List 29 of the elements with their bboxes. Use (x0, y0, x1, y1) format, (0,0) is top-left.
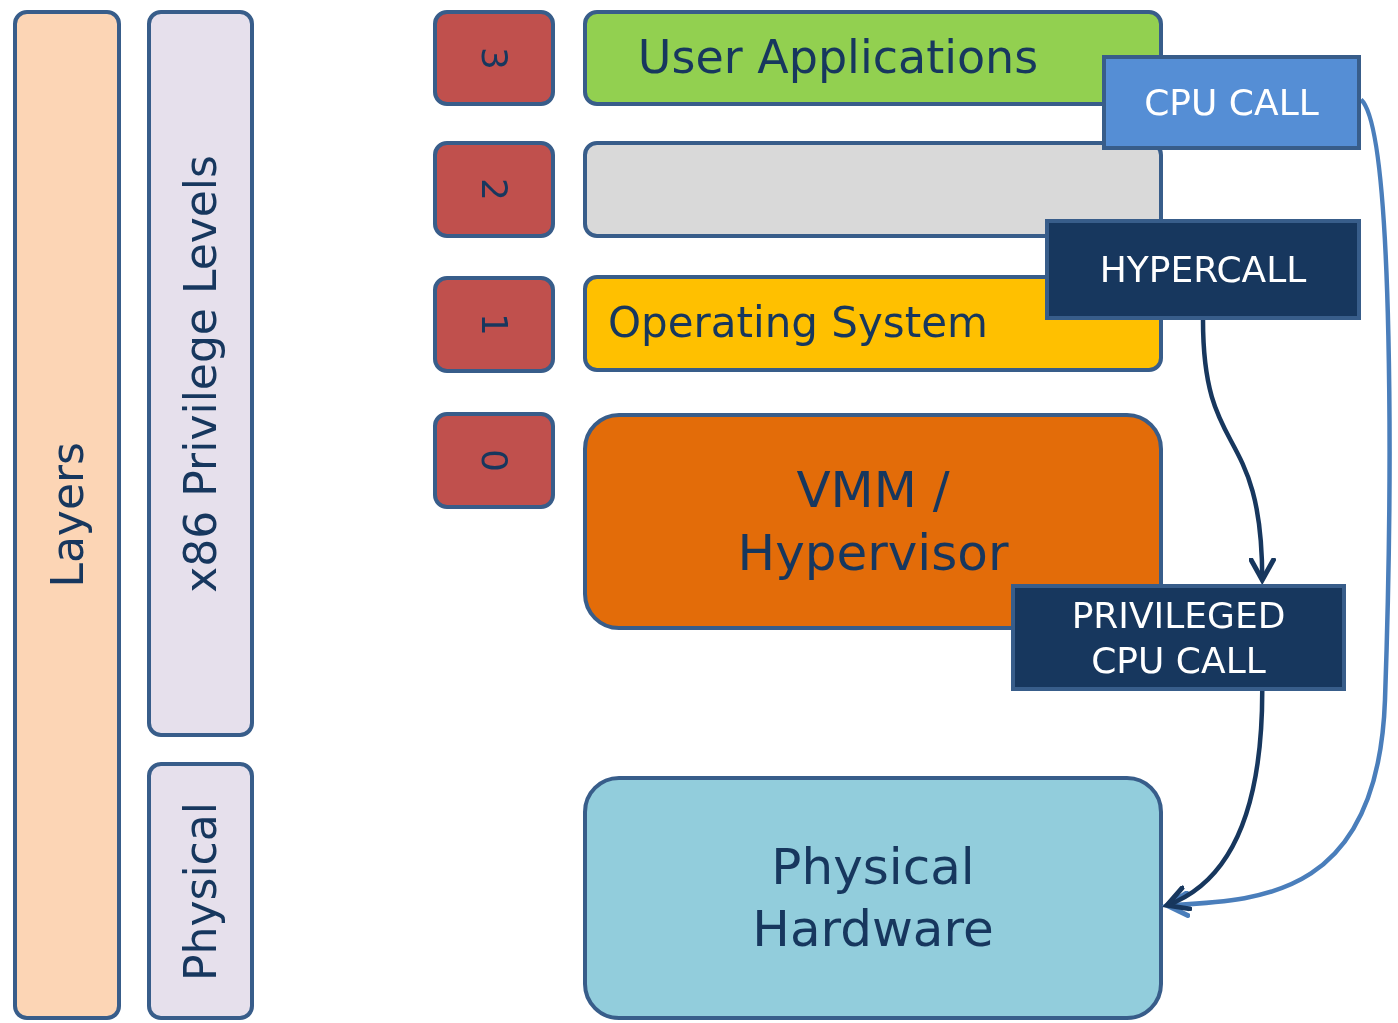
layer-band (13, 10, 121, 1020)
ring-number-box (433, 141, 555, 238)
node-label: CPU CALL (1144, 81, 1319, 125)
arrow (1164, 98, 1392, 918)
ring-number-box (433, 276, 555, 373)
node-label: Physical Hardware (751, 836, 995, 960)
node-label: VMM / Hypervisor (736, 460, 1010, 584)
arrow (1164, 690, 1265, 910)
node-label: User Applications (637, 29, 1039, 87)
node-label: 0 (472, 449, 516, 472)
call-box (1102, 55, 1361, 150)
node-label: 1 (472, 313, 516, 336)
hardware-box (583, 776, 1163, 1020)
privilege-band (147, 10, 254, 737)
node-label: 2 (472, 178, 516, 201)
node-label: Physical (174, 801, 227, 981)
node-label: x86 Privilege Levels (174, 154, 227, 593)
call-box (1011, 584, 1346, 691)
arrow (1200, 319, 1276, 583)
ring-number-box (433, 10, 555, 106)
node-label: Layers (40, 442, 94, 588)
node-label: PRIVILEGED CPU CALL (1070, 593, 1287, 683)
empty-box (583, 141, 1163, 238)
node-label: HYPERCALL (1099, 248, 1307, 292)
node-label: Operating System (608, 297, 988, 350)
call-box (1045, 219, 1361, 320)
ring-number-box (433, 412, 555, 509)
node-label: 3 (472, 46, 516, 70)
privilege-band (147, 762, 254, 1020)
